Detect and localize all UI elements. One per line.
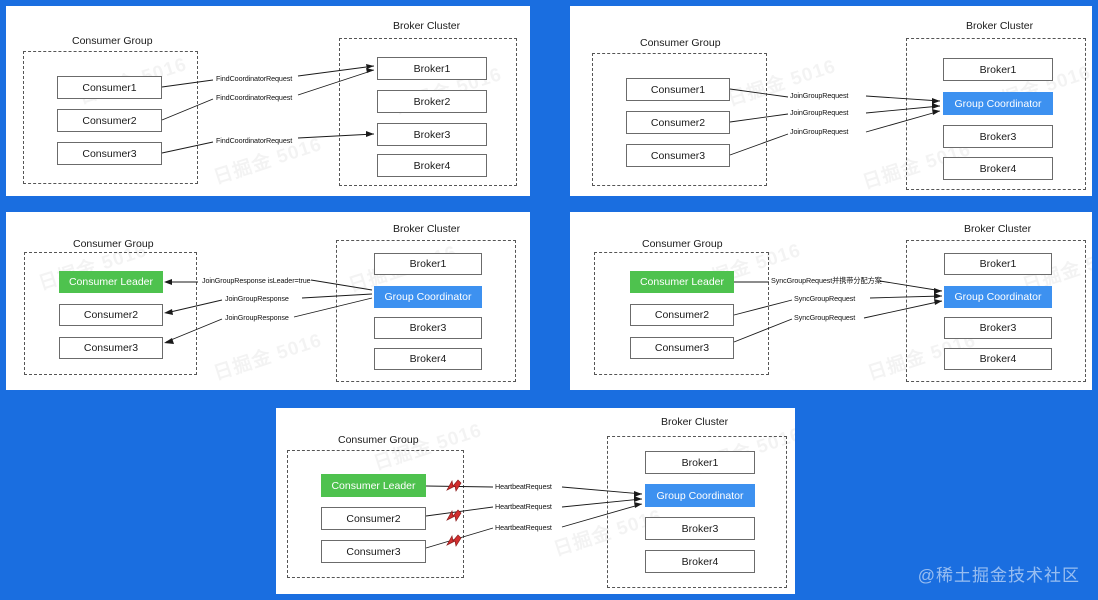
broker-node-3[interactable]: Broker3 [645, 517, 755, 540]
group-coordinator-node[interactable]: Group Coordinator [374, 286, 482, 308]
edge-label-2: SyncGroupRequest [794, 294, 856, 303]
edge-label-2: HeartbeatRequest [495, 502, 552, 511]
panel-find-coordinator: 日掘金 5016 日掘金 5016 日掘金 5016 Consumer Grou… [6, 6, 530, 196]
edge-label-2: JoinGroupResponse [225, 294, 289, 303]
panel-join-group-response: 日掘金 5016 日掘金 5016 日掘金 5016 Consumer Grou… [6, 212, 530, 390]
panel-watermark: 日掘金 5016 [210, 325, 325, 385]
broker-cluster-title: Broker Cluster [393, 20, 461, 32]
consumer-node-2[interactable]: Consumer2 [630, 304, 734, 326]
broker-node-2[interactable]: Broker2 [377, 90, 487, 113]
consumer-node-2[interactable]: Consumer2 [59, 304, 163, 326]
edge-label-1: SyncGroupRequest并携带分配方案 [771, 276, 882, 285]
group-coordinator-node[interactable]: Group Coordinator [943, 92, 1053, 115]
edge-label-2: FindCoordinatorRequest [216, 93, 293, 102]
edge-label-3: HeartbeatRequest [495, 523, 552, 532]
edge-label-1: FindCoordinatorRequest [216, 74, 293, 83]
broker-node-4[interactable]: Broker4 [377, 154, 487, 177]
broker-node-4[interactable]: Broker4 [944, 348, 1052, 370]
broker-node-3[interactable]: Broker3 [374, 317, 482, 339]
consumer-group-boundary [24, 252, 197, 375]
consumer-node-3[interactable]: Consumer3 [626, 144, 730, 167]
edge-label-3: SyncGroupRequest [794, 313, 856, 322]
broker-node-1[interactable]: Broker1 [377, 57, 487, 80]
broker-node-1[interactable]: Broker1 [374, 253, 482, 275]
broker-node-3[interactable]: Broker3 [377, 123, 487, 146]
edge-label-3: FindCoordinatorRequest [216, 136, 293, 145]
consumer-node-2[interactable]: Consumer2 [626, 111, 730, 134]
group-coordinator-node[interactable]: Group Coordinator [645, 484, 755, 507]
consumer-leader-node[interactable]: Consumer Leader [321, 474, 426, 497]
consumer-group-title: Consumer Group [640, 37, 721, 49]
consumer-node-3[interactable]: Consumer3 [57, 142, 162, 165]
consumer-node-1[interactable]: Consumer1 [626, 78, 730, 101]
panel-sync-group-request: 日掘金 5016 日掘金 5016 日掘金 5016 Consumer Grou… [570, 212, 1092, 390]
consumer-node-2[interactable]: Consumer2 [57, 109, 162, 132]
consumer-node-1[interactable]: Consumer1 [57, 76, 162, 99]
broker-node-1[interactable]: Broker1 [645, 451, 755, 474]
edge-label-1: HeartbeatRequest [495, 482, 552, 491]
consumer-group-title: Consumer Group [338, 434, 419, 446]
consumer-group-title: Consumer Group [642, 238, 723, 250]
broker-node-1[interactable]: Broker1 [943, 58, 1053, 81]
edge-label-3: JoinGroupResponse [225, 313, 289, 322]
consumer-group-title: Consumer Group [72, 35, 153, 47]
brand-watermark: @稀土掘金技术社区 [917, 566, 1080, 585]
broker-node-3[interactable]: Broker3 [944, 317, 1052, 339]
broker-cluster-boundary [339, 38, 517, 186]
broker-node-4[interactable]: Broker4 [645, 550, 755, 573]
consumer-node-3[interactable]: Consumer3 [630, 337, 734, 359]
lightning-bolt-icon [445, 479, 463, 493]
lightning-bolt-icon [445, 509, 463, 523]
broker-node-4[interactable]: Broker4 [374, 348, 482, 370]
edge-label-3: JoinGroupRequest [790, 127, 849, 136]
consumer-node-3[interactable]: Consumer3 [321, 540, 426, 563]
consumer-group-title: Consumer Group [73, 238, 154, 250]
lightning-bolt-icon [445, 534, 463, 548]
broker-cluster-title: Broker Cluster [661, 416, 729, 428]
consumer-leader-node[interactable]: Consumer Leader [630, 271, 734, 293]
panel-join-group-request: 日掘金 5016 日掘金 5016 日掘金 5016 Consumer Grou… [570, 6, 1092, 196]
broker-node-4[interactable]: Broker4 [943, 157, 1053, 180]
consumer-node-3[interactable]: Consumer3 [59, 337, 163, 359]
edge-label-1: JoinGroupRequest [790, 91, 849, 100]
broker-node-3[interactable]: Broker3 [943, 125, 1053, 148]
panel-heartbeat: 日掘金 5016 日掘金 5016 日掘金 5016 Consumer Grou… [276, 408, 795, 594]
edge-label-1: JoinGroupResponse isLeader=true [202, 276, 311, 285]
broker-node-1[interactable]: Broker1 [944, 253, 1052, 275]
group-coordinator-node[interactable]: Group Coordinator [944, 286, 1052, 308]
consumer-node-2[interactable]: Consumer2 [321, 507, 426, 530]
broker-cluster-title: Broker Cluster [393, 223, 461, 235]
broker-cluster-title: Broker Cluster [964, 223, 1032, 235]
broker-cluster-title: Broker Cluster [966, 20, 1034, 32]
consumer-leader-node[interactable]: Consumer Leader [59, 271, 163, 293]
edge-label-2: JoinGroupRequest [790, 108, 849, 117]
